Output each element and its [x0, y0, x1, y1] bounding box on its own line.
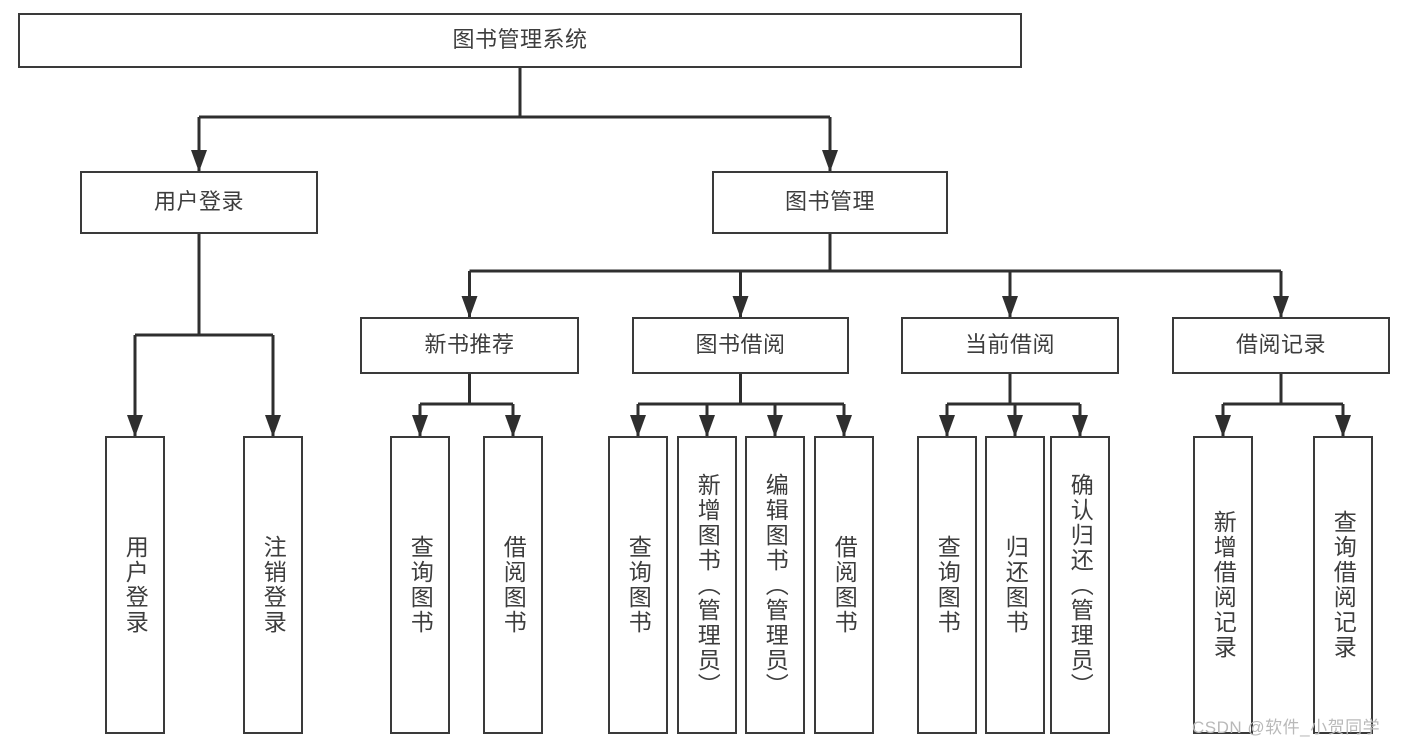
node-label: 新增借阅记录	[1210, 510, 1237, 660]
node-label: 查询图书	[934, 535, 961, 635]
node-label: 借阅图书	[831, 535, 858, 635]
node-leaf-2[interactable]: 注销登录	[243, 436, 303, 734]
node-leaf-12[interactable]: 新增借阅记录	[1193, 436, 1253, 734]
csdn-watermark: CSDN @软件_小贺同学	[1192, 718, 1381, 737]
node-label: 新增图书（管理员）	[694, 472, 721, 698]
node-leaf-8[interactable]: 借阅图书	[814, 436, 874, 734]
node-leaf-3[interactable]: 查询图书	[390, 436, 450, 734]
node-label: 查询图书	[407, 535, 434, 635]
node-label: 编辑图书（管理员）	[762, 472, 789, 698]
node-label: 借阅图书	[500, 535, 527, 635]
node-label: 图书管理系统	[452, 27, 588, 53]
node-leaf-11[interactable]: 确认归还（管理员）	[1050, 436, 1110, 734]
node-book-borrow[interactable]: 图书借阅	[632, 317, 849, 374]
node-root[interactable]: 图书管理系统	[18, 13, 1022, 68]
node-leaf-1[interactable]: 用户登录	[105, 436, 165, 734]
node-label: 借阅记录	[1235, 332, 1326, 358]
node-label: 确认归还（管理员）	[1067, 472, 1094, 698]
node-label: 图书借阅	[695, 332, 786, 358]
node-label: 当前借阅	[964, 332, 1055, 358]
node-leaf-7[interactable]: 编辑图书（管理员）	[745, 436, 805, 734]
node-label: 注销登录	[260, 535, 287, 635]
node-new-book-rec[interactable]: 新书推荐	[360, 317, 579, 374]
node-user-login[interactable]: 用户登录	[80, 171, 318, 234]
node-leaf-6[interactable]: 新增图书（管理员）	[677, 436, 737, 734]
node-label: 查询借阅记录	[1330, 510, 1357, 660]
node-label: 归还图书	[1002, 535, 1029, 635]
node-borrow-record[interactable]: 借阅记录	[1172, 317, 1390, 374]
node-leaf-5[interactable]: 查询图书	[608, 436, 668, 734]
node-leaf-9[interactable]: 查询图书	[917, 436, 977, 734]
node-leaf-10[interactable]: 归还图书	[985, 436, 1045, 734]
node-label: 用户登录	[153, 189, 244, 215]
node-leaf-4[interactable]: 借阅图书	[483, 436, 543, 734]
node-current-borrow[interactable]: 当前借阅	[901, 317, 1119, 374]
node-label: 图书管理	[784, 189, 875, 215]
node-label: 新书推荐	[424, 332, 515, 358]
node-book-mgmt[interactable]: 图书管理	[712, 171, 948, 234]
node-label: 查询图书	[625, 535, 652, 635]
node-label: 用户登录	[122, 535, 149, 635]
node-leaf-13[interactable]: 查询借阅记录	[1313, 436, 1373, 734]
